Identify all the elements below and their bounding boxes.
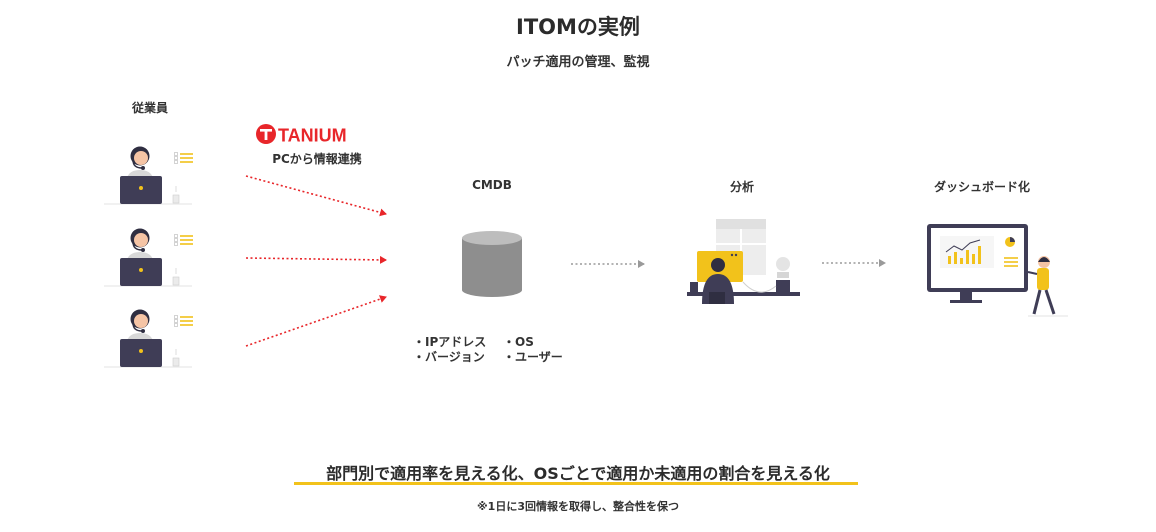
message-underline (294, 482, 858, 485)
tanium-logo: TANIUM (256, 124, 347, 146)
cmdb-attributes: ・IPアドレス ・OS ・バージョン ・ユーザー (413, 335, 563, 365)
analysis-label: 分析 (729, 180, 754, 194)
cmdb-attribute-ip: ・IPアドレス (413, 335, 487, 349)
bottom-message: 部門別で適用率を見える化、OSごとで適用か未適用の割合を見える化 (326, 464, 830, 483)
data-flow-arrow-2 (245, 255, 387, 264)
cmdb-label: CMDB (472, 178, 512, 192)
dashboard-label: ダッシュボード化 (933, 180, 1030, 194)
database-icon (462, 231, 522, 297)
cmdb-attribute-user: ・ユーザー (503, 350, 563, 364)
analysis-illustration (687, 219, 800, 304)
cmdb-attribute-version: ・バージョン (413, 350, 485, 364)
tanium-logo-text: TANIUM (278, 126, 347, 146)
footer-note: ※1日に3回情報を取得し、整合性を保つ (476, 500, 679, 513)
employee-figure-1 (103, 145, 194, 205)
employee-figure-3 (103, 308, 194, 368)
employees-label: 従業員 (131, 101, 168, 115)
data-flow-arrow-1 (245, 175, 387, 217)
tanium-caption: PCから情報連携 (272, 152, 362, 166)
dashboard-illustration (927, 224, 1068, 317)
page-subtitle: パッチ適用の管理、監視 (506, 55, 650, 70)
employee-figure-2 (103, 227, 194, 287)
cmdb-attribute-os: ・OS (503, 335, 534, 349)
page-title: ITOMの実例 (516, 15, 640, 39)
data-flow-arrow-3 (245, 295, 387, 347)
